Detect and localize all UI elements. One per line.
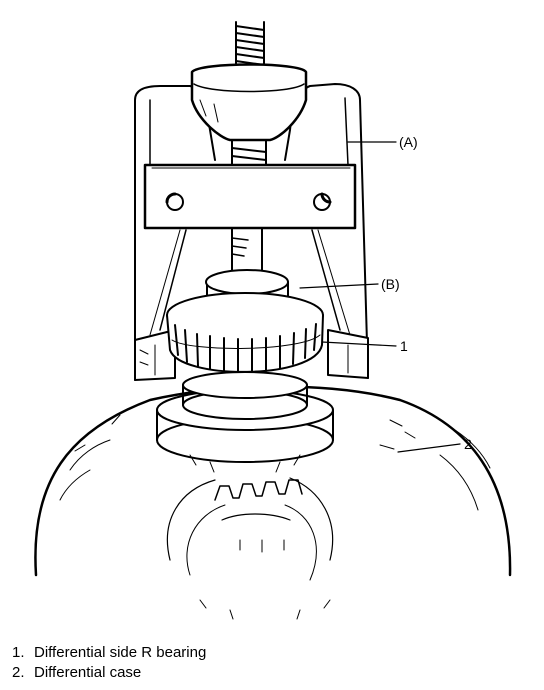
bearing-puller-illustration bbox=[0, 0, 544, 625]
callout-2-label: 2 bbox=[464, 436, 472, 452]
parts-legend: 1. Differential side R bearing 2. Differen… bbox=[12, 643, 206, 683]
legend-number: 1. bbox=[12, 644, 25, 661]
legend-item-2: 2. Differential case bbox=[12, 663, 206, 683]
legend-text: Differential case bbox=[34, 664, 142, 681]
callout-b-label: (B) bbox=[381, 276, 400, 292]
differential-hub bbox=[157, 372, 333, 472]
legend-number: 2. bbox=[12, 664, 25, 681]
callout-a-label: (A) bbox=[399, 134, 418, 150]
callout-1-label: 1 bbox=[400, 338, 408, 354]
leader-lines bbox=[300, 142, 460, 452]
side-bearing bbox=[167, 293, 323, 372]
puller-screw bbox=[192, 22, 306, 278]
legend-text: Differential side R bearing bbox=[34, 644, 207, 661]
legend-item-1: 1. Differential side R bearing bbox=[12, 643, 206, 663]
puller-tool bbox=[135, 84, 368, 380]
